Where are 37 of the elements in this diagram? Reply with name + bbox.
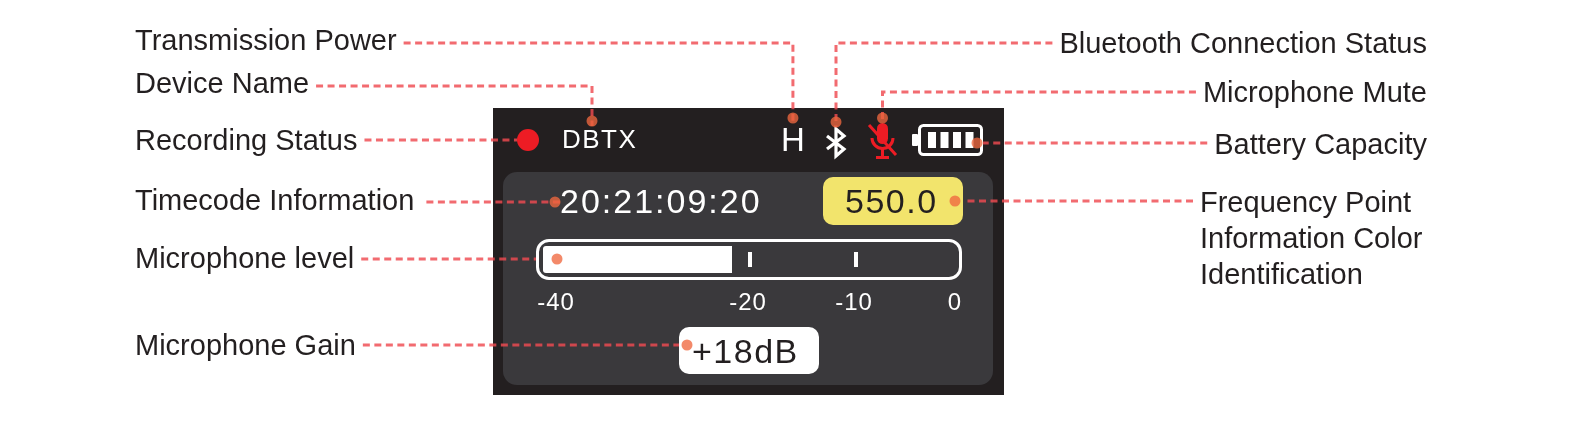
leader-line xyxy=(830,41,1053,128)
callout-label: Battery Capacity xyxy=(1214,126,1427,162)
level-meter-bar xyxy=(536,239,962,280)
bluetooth-icon xyxy=(823,127,849,158)
callout-label: Microphone level xyxy=(135,240,355,276)
recording-dot-icon xyxy=(517,129,539,151)
scale-label: -40 xyxy=(537,289,575,315)
leader-line xyxy=(971,137,1208,149)
callout-label: Frequency Point Information Color Identification xyxy=(1200,184,1436,292)
leader-line xyxy=(877,90,1196,124)
callout-label: Recording Status xyxy=(135,122,358,158)
leader-line xyxy=(403,41,799,124)
callout-label: Microphone Gain xyxy=(135,327,356,363)
scale-label: 0 xyxy=(947,289,963,315)
power-level-text: H xyxy=(781,123,805,156)
callout-label: Bluetooth Connection Status xyxy=(1059,25,1427,61)
leader-line xyxy=(316,84,598,127)
frequency-value: 550.0 xyxy=(845,184,938,218)
device-screen xyxy=(493,108,1004,395)
leader-line xyxy=(426,196,561,208)
leader-line xyxy=(361,253,563,265)
callout-label: Transmission Power xyxy=(135,22,397,58)
leader-line xyxy=(362,339,693,351)
callout-label: Microphone Mute xyxy=(1202,74,1427,110)
callout-label: Device Name xyxy=(135,65,310,101)
display-panel xyxy=(503,172,993,385)
muted-microphone-icon xyxy=(867,122,898,160)
gain-value: +18dB xyxy=(692,333,799,368)
device-name-text: DBTX xyxy=(562,126,638,152)
gain-highlight xyxy=(679,327,819,374)
callout-label: Timecode Information xyxy=(135,182,415,218)
timecode-text: 20:21:09:20 xyxy=(560,184,762,218)
scale-label: -10 xyxy=(835,289,873,315)
battery-icon xyxy=(912,124,983,156)
scale-label: -20 xyxy=(729,289,767,315)
leader-line xyxy=(949,195,1193,207)
frequency-highlight xyxy=(823,177,963,225)
